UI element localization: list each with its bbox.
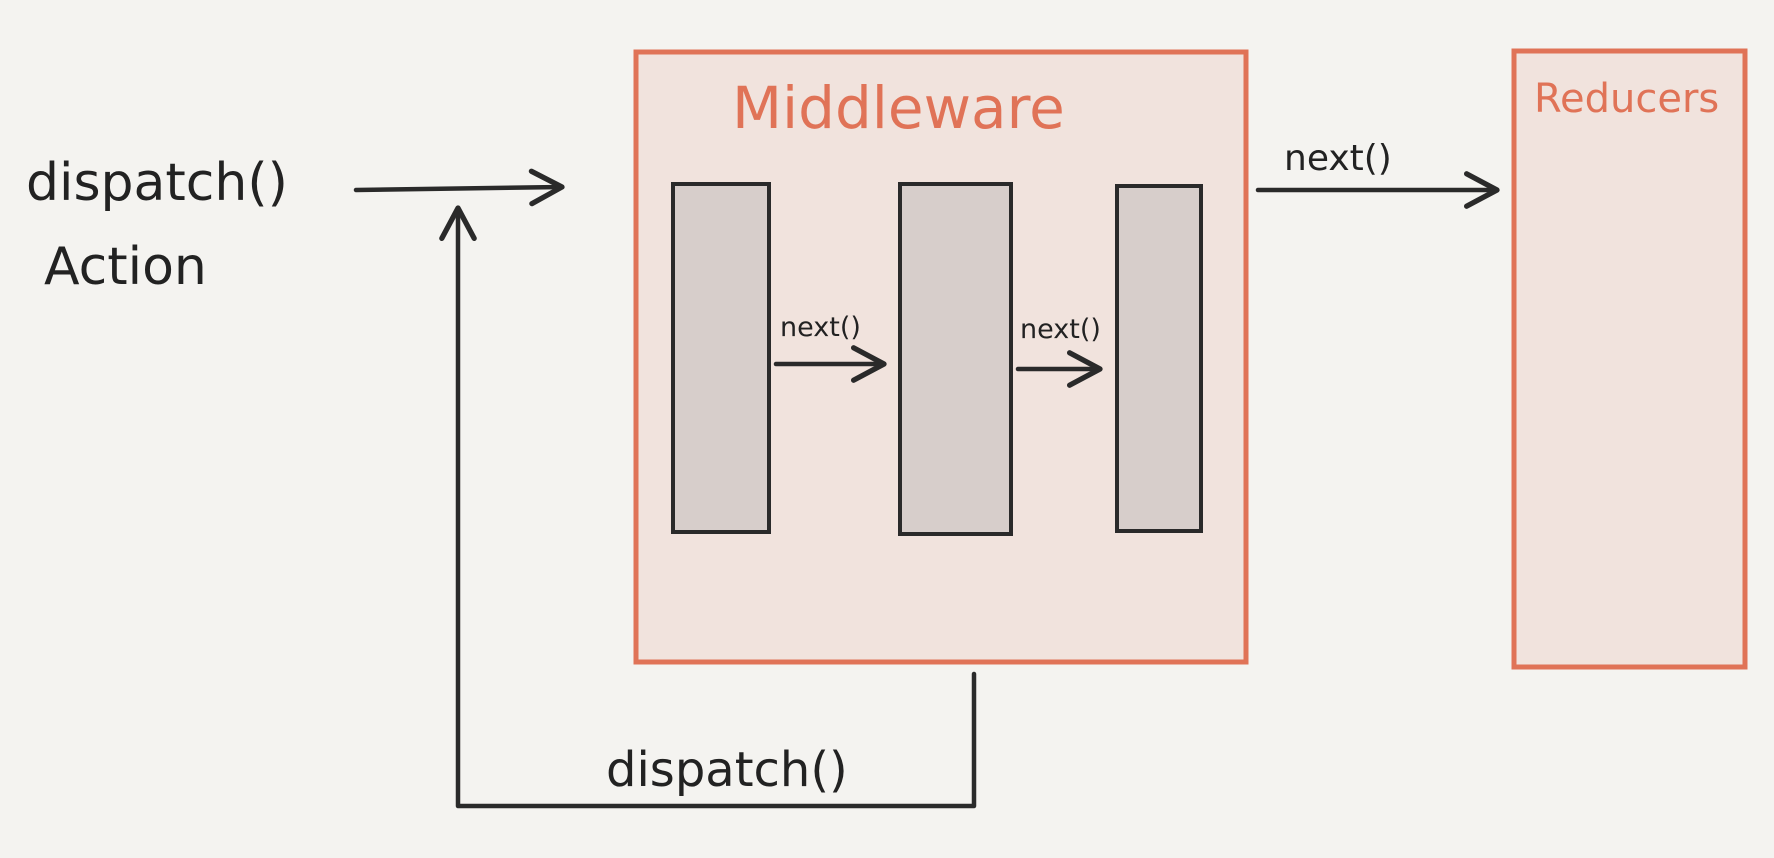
middleware-stage-3 xyxy=(1115,184,1203,533)
reducers-box xyxy=(1511,48,1748,670)
next-label-stage-2: next() xyxy=(1020,314,1101,345)
middleware-stage-1 xyxy=(671,182,771,534)
feedback-dispatch-label: dispatch() xyxy=(606,742,848,798)
output-next-label: next() xyxy=(1284,138,1392,179)
input-dispatch-label: dispatch() xyxy=(26,153,288,213)
middleware-stage-2 xyxy=(898,182,1013,536)
input-arrow xyxy=(353,168,565,207)
next-label-stage-1: next() xyxy=(780,312,861,343)
middleware-title: Middleware xyxy=(732,74,1065,142)
input-action-label: Action xyxy=(44,237,207,297)
reducers-title: Reducers xyxy=(1534,76,1719,122)
feedback-dispatch-loop xyxy=(439,205,977,809)
